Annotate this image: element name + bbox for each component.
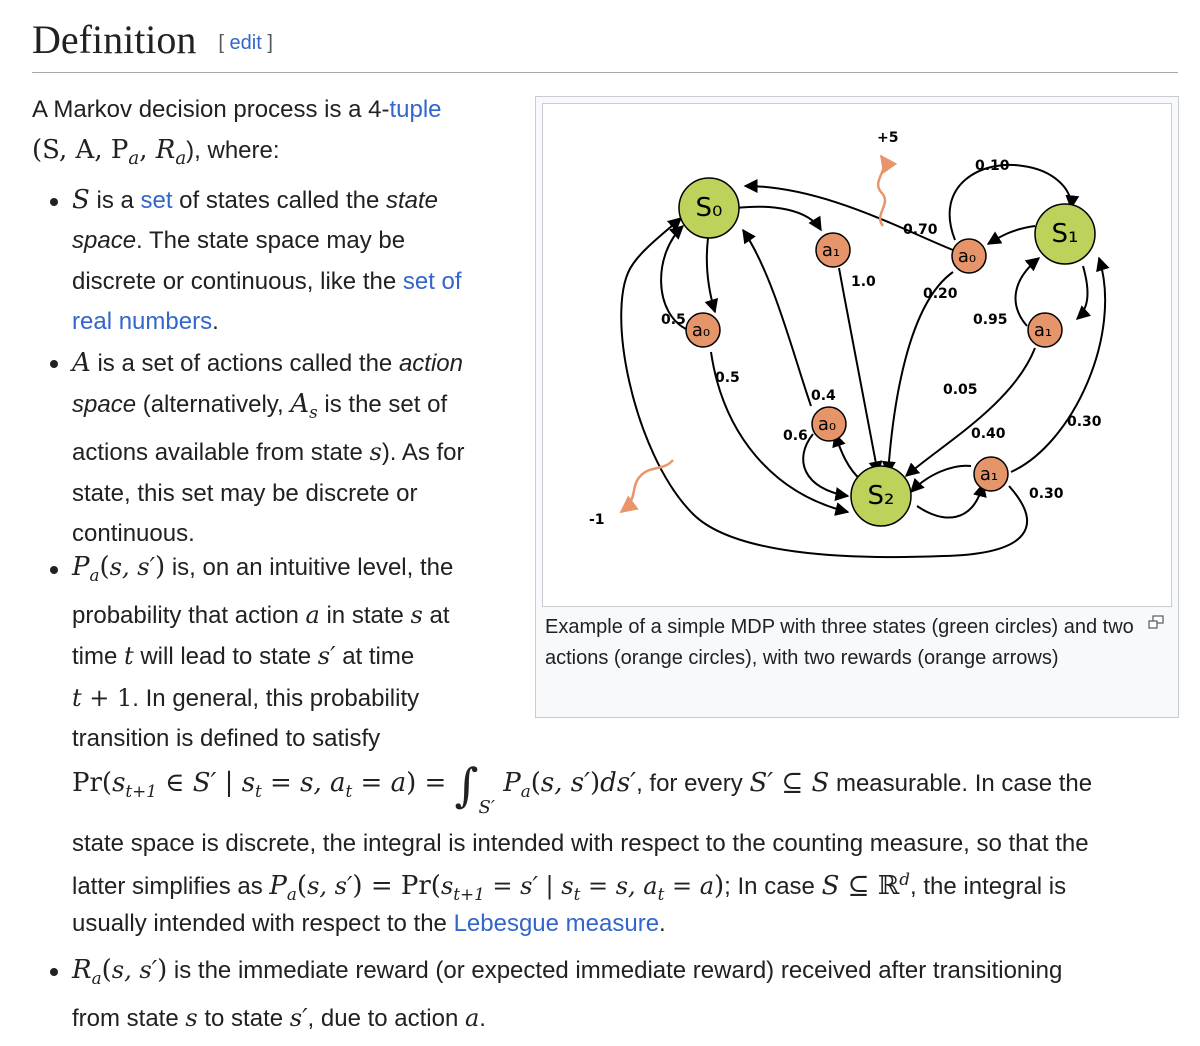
- state-s0-label: S₀: [696, 193, 723, 223]
- action-label: a₀: [692, 320, 710, 341]
- action-a1-s0: [815, 232, 851, 268]
- enlarge-icon[interactable]: [1148, 615, 1164, 629]
- action-label: a₁: [822, 240, 840, 261]
- continuation-line-3: usually intended with respect to the Leb…: [72, 910, 666, 937]
- mdp-graph: S₀ S₁ S₂ a₁ a₀ a₀ a₁ a₀ a₁: [589, 130, 1110, 559]
- real-numbers-link[interactable]: set of: [402, 267, 462, 295]
- transition-formula: Pr(st+1 ∈ S′ | st = s, at = a) = ∫S′ Pa(…: [72, 758, 1093, 818]
- prob-label: 1.0: [851, 274, 876, 290]
- edge: [802, 433, 850, 501]
- edge: [1010, 256, 1110, 473]
- real-numbers-link-cont[interactable]: real numbers: [72, 307, 213, 335]
- continuation-line-1: state space is discrete, the integral is…: [72, 830, 1089, 857]
- edge: [1075, 265, 1092, 320]
- state-s0: [678, 177, 740, 239]
- edge: [838, 267, 883, 476]
- bullet-marker: [50, 968, 58, 976]
- edit-link[interactable]: edit: [229, 32, 262, 54]
- state-s2: [850, 465, 912, 527]
- mdp-diagram[interactable]: S₀ S₁ S₂ a₁ a₀ a₀ a₁ a₀ a₁: [542, 103, 1172, 607]
- edge: [948, 163, 1080, 241]
- bullet-marker: [50, 360, 58, 368]
- bullet-reward: Ra(s, s′) is the immediate reward (or ex…: [72, 955, 1063, 1033]
- reward-label: +5: [877, 130, 898, 146]
- prob-label: 0.95: [973, 312, 1008, 328]
- bullet-transition: Pa(s, s′) is, on an intuitive level, the…: [72, 552, 454, 752]
- figure-caption: Example of a simple MDP with three state…: [545, 616, 1134, 669]
- action-a0-s1: [951, 238, 987, 274]
- edge: [986, 225, 1036, 245]
- prob-label: 0.30: [1067, 414, 1102, 430]
- state-s1: [1034, 203, 1096, 265]
- lebesgue-measure-link[interactable]: Lebesgue measure: [453, 910, 660, 937]
- section-heading: Definition [ edit ]: [32, 16, 1178, 73]
- state-s1-label: S₁: [1052, 219, 1079, 249]
- edge: [710, 351, 850, 516]
- action-a0-s0: [685, 312, 721, 348]
- prob-label: 0.05: [943, 382, 978, 398]
- prob-label: 0.10: [975, 158, 1010, 174]
- figure-thumbnail: S₀ S₁ S₂ a₁ a₀ a₀ a₁ a₀ a₁: [535, 96, 1179, 718]
- action-label: a₁: [980, 464, 998, 485]
- action-label: a₀: [958, 246, 976, 267]
- reward-label: -1: [589, 512, 605, 528]
- action-label: a₁: [1034, 320, 1052, 341]
- action-a1-s2: [973, 456, 1009, 492]
- action-label: a₀: [818, 414, 836, 435]
- section-title: Definition: [32, 17, 197, 62]
- prob-label: 0.5: [661, 312, 686, 328]
- prob-label: 0.30: [1029, 486, 1064, 502]
- continuation-line-2: latter simplifies as Pa(s, s′) = Pr(st+1…: [72, 869, 1067, 904]
- prob-label: 0.20: [923, 286, 958, 302]
- edge: [660, 225, 689, 331]
- prob-label: 0.5: [715, 370, 740, 386]
- bullet-actions: A is a set of actions called the action …: [72, 348, 465, 547]
- edge: [742, 228, 812, 407]
- edge: [832, 432, 862, 481]
- edge: [620, 217, 1028, 559]
- set-link[interactable]: set: [140, 187, 173, 214]
- edge: [910, 464, 972, 494]
- edge: [704, 237, 719, 314]
- bullet-marker: [50, 198, 58, 206]
- edit-section: [ edit ]: [218, 32, 273, 54]
- prob-label: 0.4: [811, 388, 836, 404]
- reward-arrow: [619, 459, 674, 514]
- state-s2-label: S₂: [868, 481, 895, 511]
- action-a0-s2: [811, 406, 847, 442]
- reward-arrow: [876, 154, 898, 227]
- tuple-link[interactable]: tuple: [389, 96, 442, 123]
- prob-label: 0.40: [971, 426, 1006, 442]
- edge: [916, 482, 987, 519]
- action-a1-s1: [1027, 312, 1063, 348]
- edge: [881, 271, 954, 476]
- edge: [904, 347, 1036, 477]
- edge: [743, 179, 954, 251]
- bullet-marker: [50, 566, 58, 574]
- prob-label: 0.6: [783, 428, 808, 444]
- bullet-states: S is a set of states called the state sp…: [72, 185, 462, 335]
- edge: [1014, 257, 1041, 327]
- intro-paragraph: A Markov decision process is a 4-tuple (…: [32, 96, 442, 170]
- edge: [734, 205, 822, 232]
- prob-label: 0.70: [903, 222, 938, 238]
